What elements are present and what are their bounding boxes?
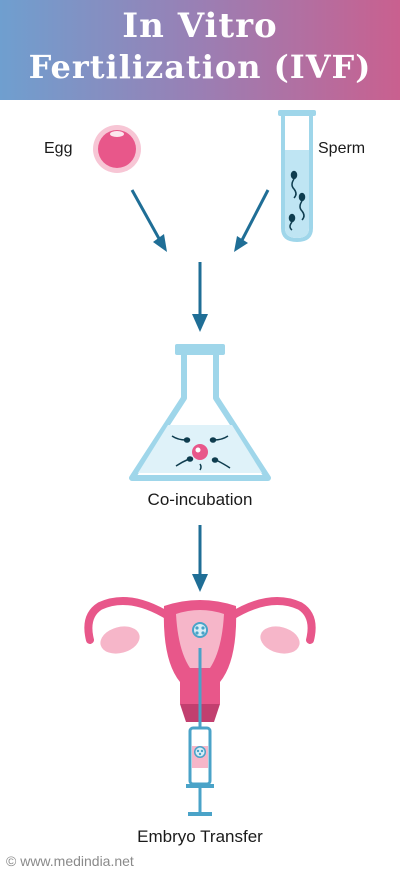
egg-icon — [93, 125, 141, 173]
title-line-1: In Vitro — [122, 6, 278, 46]
co-incubation-label: Co-incubation — [147, 490, 253, 509]
egg-label: Egg — [44, 140, 73, 157]
uterus-icon — [84, 597, 316, 722]
arrow-egg-to-flask — [130, 189, 167, 252]
flask-icon — [129, 344, 271, 481]
watermark: © www.medindia.net — [6, 853, 134, 869]
arrow-to-flask — [192, 262, 208, 332]
syringe-icon — [186, 648, 214, 816]
title-line-2: Fertilization (IVF) — [28, 48, 372, 86]
test-tube-icon — [278, 110, 316, 243]
arrow-to-uterus — [192, 525, 208, 592]
title-banner: In Vitro Fertilization (IVF) — [0, 0, 400, 100]
sperm-label: Sperm — [318, 140, 366, 157]
embryo-transfer-label: Embryo Transfer — [137, 827, 263, 846]
arrow-sperm-to-flask — [234, 189, 270, 252]
